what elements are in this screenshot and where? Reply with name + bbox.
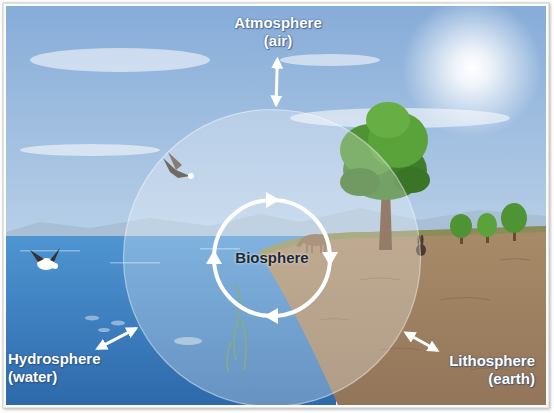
- sphere-label: Hydrosphere (water): [8, 350, 108, 388]
- exchange-arrow: [406, 333, 438, 351]
- sun: [402, 0, 542, 138]
- small-trees: [450, 203, 527, 244]
- sphere-fill: [124, 110, 421, 407]
- sphere-name: Biosphere: [235, 249, 308, 267]
- seagull: [30, 248, 60, 270]
- sphere-label: Lithosphere (earth): [413, 352, 535, 390]
- sphere-name: Hydrosphere (water): [8, 350, 108, 386]
- exchange-arrow: [97, 328, 136, 348]
- sphere-label: Atmosphere (air): [228, 14, 328, 56]
- exchange-arrow: [276, 59, 277, 105]
- sphere-circle: Biosphere: [122, 108, 422, 408]
- sphere-name: Atmosphere (air): [228, 14, 328, 50]
- sphere-name: Lithosphere (earth): [413, 352, 535, 388]
